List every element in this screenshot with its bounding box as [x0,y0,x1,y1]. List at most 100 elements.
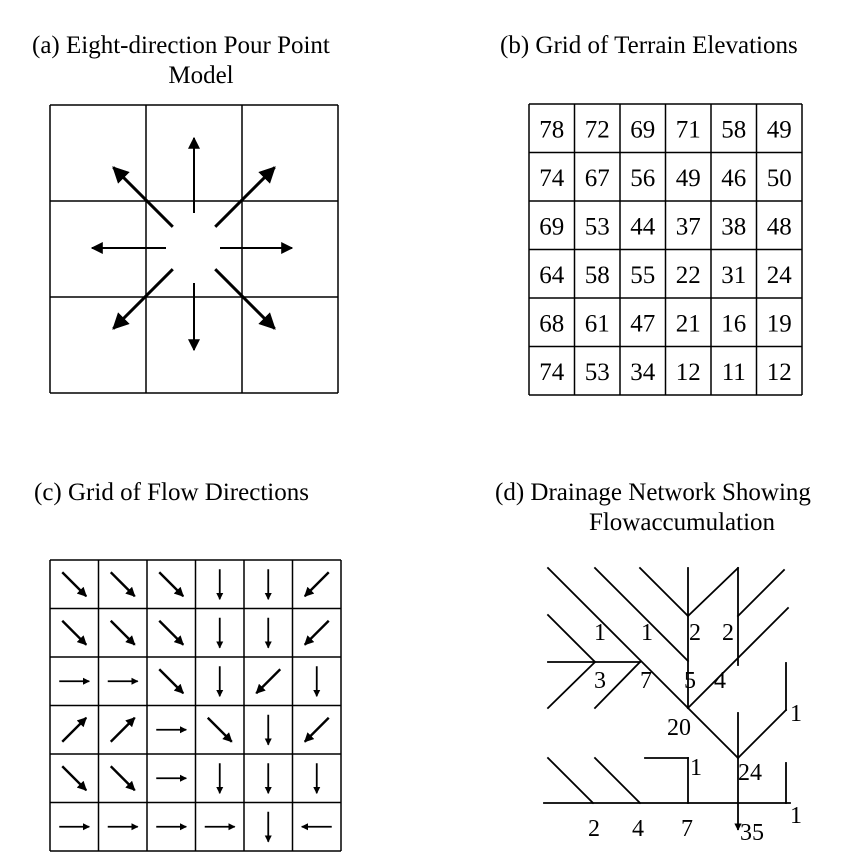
flow-arrow-se-icon [158,619,185,646]
elevation-value: 50 [767,165,792,192]
accumulation-label: 24 [738,760,762,786]
elevation-value: 53 [585,359,610,386]
panel-d-title-line2: Flowaccumulation [589,509,776,536]
panel-b: (b) Grid of Terrain Elevations 78 72 69 71 5… [500,32,803,396]
accumulation-label: 1 [690,755,702,781]
elevation-value: 68 [539,310,564,337]
stream-segment [736,708,788,760]
elevation-value: 74 [539,165,565,192]
stream-segment [736,568,786,618]
flow-arrow-sw-icon [303,716,330,743]
elevation-value: 55 [630,262,655,289]
flow-arrow-sw-icon [255,668,282,695]
arrow-se-icon [214,268,276,330]
accumulation-label: 2 [722,620,734,646]
elevation-value: 69 [539,213,564,240]
elevation-value: 49 [767,116,792,143]
stream-segment [593,756,642,805]
accumulation-label: 7 [681,816,693,842]
elevation-value: 31 [721,262,746,289]
elevation-value: 11 [722,359,746,386]
panel-d: (d) Drainage Network Showing Flowaccumul… [495,479,811,846]
elevation-value: 12 [767,359,792,386]
elevation-value: 56 [630,165,655,192]
flow-arrow-se-icon [61,571,88,598]
flow-arrow-sw-icon [303,619,330,646]
elevation-value: 21 [676,310,701,337]
accumulation-label: 35 [740,820,764,846]
flow-arrow-se-icon [109,619,136,646]
panel-a: (a) Eight-direction Pour Point Model [32,32,339,394]
elevation-value: 34 [630,359,656,386]
accumulation-label: 2 [588,816,600,842]
elevation-value: 44 [630,213,656,240]
panel-b-title: (b) Grid of Terrain Elevations [500,32,798,59]
direction-model-arrows [90,136,294,352]
accumulation-label: 1 [790,803,802,829]
drainage-network [543,566,791,831]
arrow-sw-icon [112,268,174,330]
elevation-value: 48 [767,213,792,240]
elevation-value: 58 [585,262,610,289]
panel-c-title: (c) Grid of Flow Directions [34,479,309,506]
stream-segment [546,613,597,664]
flow-arrow-ne-icon [61,716,88,743]
elevation-value: 47 [630,310,655,337]
accumulation-label: 1 [641,620,653,646]
flow-arrow-se-icon [158,571,185,598]
panel-c: (c) Grid of Flow Directions [34,479,342,852]
elevation-value: 69 [630,116,655,143]
elevation-value: 16 [721,310,746,337]
stream-segment [593,566,690,663]
flow-arrow-se-icon [206,716,233,743]
panel-a-title-line2: Model [168,62,233,89]
elevation-value: 72 [585,116,610,143]
flow-arrow-ne-icon [109,716,136,743]
flow-arrow-se-icon [109,765,136,792]
arrow-nw-icon [112,166,174,228]
flow-arrow-se-icon [61,619,88,646]
elevation-value: 22 [676,262,701,289]
elevation-value: 71 [676,116,701,143]
panel-d-title-line1: (d) Drainage Network Showing [495,479,811,506]
flow-arrow-se-icon [158,668,185,695]
accumulation-label: 7 [640,668,652,694]
flow-direction-grid [49,559,342,852]
stream-segment [593,660,642,710]
flow-arrow-se-icon [61,765,88,792]
elevation-value: 19 [767,310,792,337]
stream-segment [686,606,790,710]
accumulation-label: 20 [667,715,691,741]
stream-segment [686,566,740,618]
accumulation-label: 2 [689,620,701,646]
elevation-value: 49 [676,165,701,192]
elevation-value: 61 [585,310,610,337]
elevation-value: 53 [585,213,610,240]
stream-segment [546,756,595,805]
accumulation-label: 3 [594,668,606,694]
stream-segment [638,566,690,618]
elevation-value: 24 [767,262,793,289]
arrow-ne-icon [214,166,276,228]
accumulation-label: 5 [684,668,696,694]
elevation-value: 12 [676,359,701,386]
stream-segment [546,660,597,710]
panel-a-title-line1: (a) Eight-direction Pour Point [32,32,330,59]
stream-segment [546,566,690,710]
elevation-value: 67 [585,165,610,192]
accumulation-label: 4 [714,668,726,694]
elevation-value: 64 [539,262,565,289]
elevation-value: 37 [676,213,701,240]
accumulation-label: 4 [632,816,644,842]
elevation-value: 46 [721,165,746,192]
flow-arrow-sw-icon [303,571,330,598]
elevation-value: 78 [539,116,564,143]
flow-arrow-se-icon [109,571,136,598]
elevation-value: 38 [721,213,746,240]
elevation-value: 74 [539,359,565,386]
accumulation-label: 1 [790,701,802,727]
accumulation-label: 1 [594,620,606,646]
